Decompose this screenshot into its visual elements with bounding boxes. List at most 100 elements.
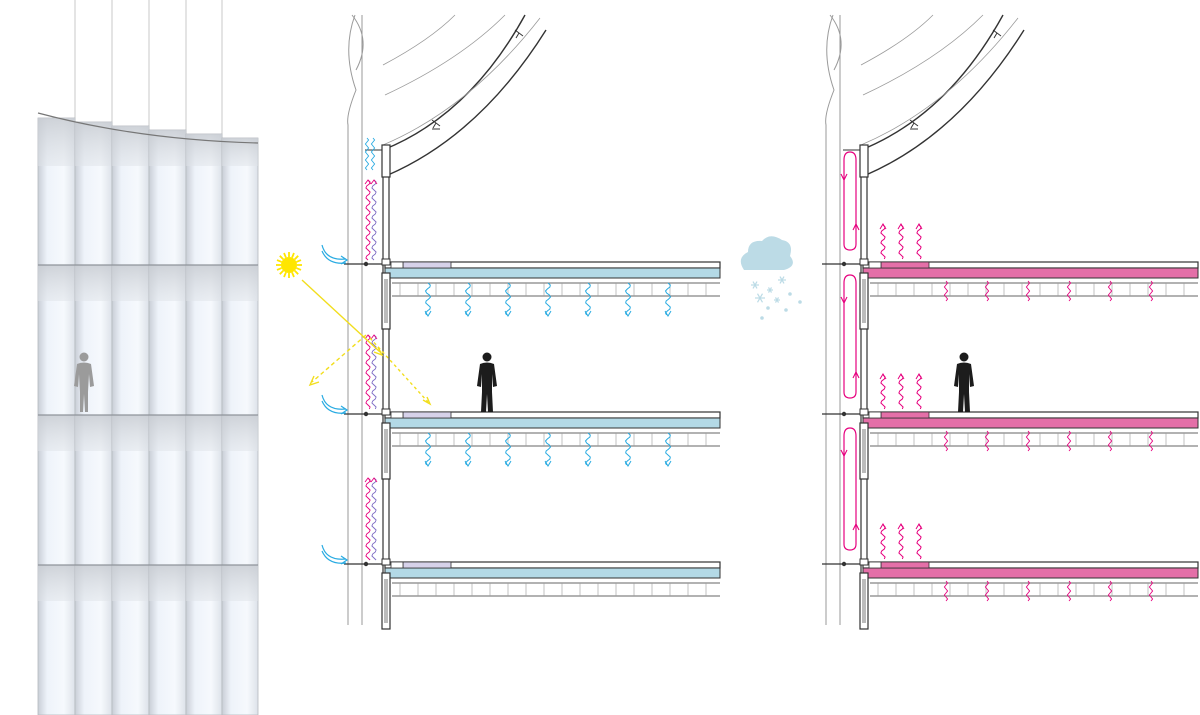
snow-dot (788, 292, 792, 296)
anchor-bolt (841, 411, 847, 417)
cooling-arrow (624, 460, 632, 467)
heating-arrow (879, 523, 887, 530)
slab-edge-joint (868, 561, 882, 569)
radiant-wave (1107, 280, 1113, 302)
slab-edge-joint (390, 261, 404, 269)
roof-guide (384, 14, 506, 96)
spandrel-band (149, 265, 186, 301)
slab-edge-joint (390, 411, 404, 419)
anchor-bolt (363, 261, 369, 267)
solar-rays (301, 279, 432, 406)
roof-guide (382, 17, 541, 146)
cooling-arrow (464, 310, 472, 317)
spandrel-band (112, 565, 149, 601)
spandrel-band (112, 265, 149, 301)
sun-ray (279, 255, 284, 260)
radiant-wave (943, 280, 949, 302)
glass-curtain-wall (37, 117, 259, 715)
anchor-bolt (363, 411, 369, 417)
cooling-wave (504, 282, 512, 316)
snowflake (779, 276, 785, 284)
radiant-wave (943, 580, 949, 602)
sun-icon (276, 252, 302, 278)
cooling-arrow (424, 310, 432, 317)
beam-marker (431, 119, 441, 130)
radiant-wave (1025, 430, 1031, 452)
beam-marker (992, 29, 1002, 39)
exhaust-wave (370, 137, 376, 171)
snow-dot (784, 308, 788, 312)
facade-top-curve (37, 112, 259, 144)
anchor-plate (381, 558, 391, 566)
glass-curve (351, 14, 364, 71)
cavity-air-wave (371, 179, 377, 261)
radiant-wave (984, 580, 990, 602)
air-inlet-arrowhead (340, 405, 349, 415)
person-body (954, 362, 974, 412)
floor-heat-zone (402, 561, 452, 569)
heating-wave (898, 224, 904, 260)
roof-guide (382, 14, 456, 66)
roof-bracket (381, 144, 391, 178)
warm-air-loop (843, 151, 857, 251)
sun-ray (279, 270, 284, 275)
sun-ray (296, 259, 302, 263)
cooling-arrow (664, 310, 672, 317)
thermal-slab-layer (384, 417, 721, 429)
heating-arrow (897, 223, 905, 230)
spandrel-band (222, 565, 258, 601)
anchor-plate (859, 408, 869, 416)
heating-arrow (879, 223, 887, 230)
radiant-wave (1066, 430, 1072, 452)
radiant-wave (1066, 580, 1072, 602)
spandrel-band (222, 265, 258, 301)
cooling-arrow (584, 310, 592, 317)
cavity-air-wave (371, 477, 377, 561)
slab-edge-joint (868, 411, 882, 419)
sun-ray (276, 267, 282, 271)
cooling-arrow (424, 460, 432, 467)
cavity-air-wave (365, 477, 371, 561)
loop-arrow-down (840, 296, 848, 305)
spandrel-band (75, 565, 112, 601)
loop-arrow-down (840, 173, 848, 182)
radiant-wave (1025, 580, 1031, 602)
thermal-slab-layer (862, 417, 1199, 429)
outer-glass-skin (347, 14, 357, 625)
radiant-wave (984, 280, 990, 302)
loop-arrow-up (852, 522, 860, 531)
beam-marker (909, 119, 919, 130)
radiant-wave (1148, 280, 1154, 302)
cooling-wave (544, 282, 552, 316)
slab-edge-joint (390, 561, 404, 569)
column-bracket-fill (384, 279, 388, 323)
spandrel-band (186, 265, 222, 301)
snow-dot (766, 306, 770, 310)
cooling-wave (424, 282, 432, 316)
cavity-air-wave (365, 179, 371, 261)
snowflake (774, 297, 780, 303)
facade-elevation (37, 0, 259, 715)
snow-dot (798, 300, 802, 304)
heating-wave (916, 374, 922, 410)
sun-ray (283, 272, 287, 278)
sun-ray (296, 267, 302, 271)
sun-ray (283, 252, 287, 258)
column-bracket-fill (862, 579, 866, 623)
heating-wave (916, 524, 922, 560)
roof-arch-inner (860, 14, 1004, 151)
radiant-wave (1107, 430, 1113, 452)
loop-arrow-up (852, 222, 860, 231)
roof-arch-outer (387, 29, 547, 176)
spandrel-band (186, 415, 222, 451)
heating-wave (916, 224, 922, 260)
spandrel-band (222, 415, 258, 451)
heating-arrow (915, 373, 923, 380)
spandrel-band (38, 118, 75, 166)
spandrel-band (149, 565, 186, 601)
cooling-wave (584, 432, 592, 466)
cooling-wave (664, 282, 672, 316)
air-inlet-arrow (321, 244, 347, 260)
cavity-air-arrow (364, 334, 372, 340)
cooling-arrow (504, 310, 512, 317)
